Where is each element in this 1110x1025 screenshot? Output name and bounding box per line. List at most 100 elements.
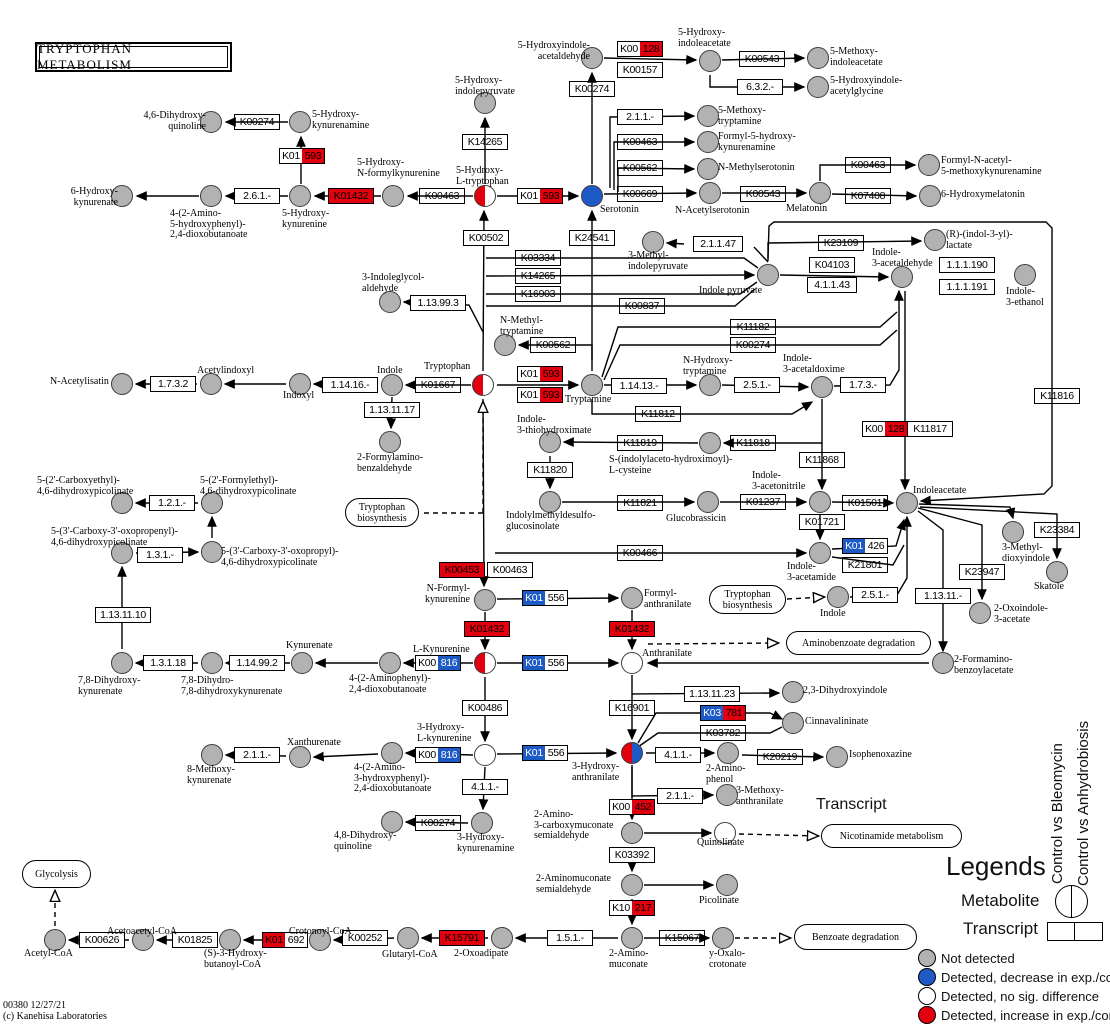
metabolite-circle[interactable]	[757, 264, 779, 286]
kegg-box-K11812[interactable]: K11812	[635, 406, 681, 422]
metabolite-circle[interactable]	[697, 105, 719, 127]
kegg-box-K01432[interactable]: K01432	[464, 621, 510, 637]
kegg-box-K01825[interactable]: K01825	[172, 932, 218, 948]
pathway-link-nicotinamide-metabolism[interactable]: Nicotinamide metabolism	[821, 824, 962, 848]
metabolite-circle[interactable]	[811, 376, 833, 398]
kegg-box-K00157[interactable]: K00157	[617, 62, 663, 78]
kegg-box-K11821[interactable]: K11821	[617, 495, 663, 511]
kegg-box-1.14.13.-[interactable]: 1.14.13.-	[611, 378, 667, 394]
metabolite-circle[interactable]	[697, 158, 719, 180]
metabolite-circle[interactable]	[782, 681, 804, 703]
pathway-link-aminobenzoate-degradation[interactable]: Aminobenzoate degradation	[786, 631, 931, 655]
metabolite-circle[interactable]	[782, 712, 804, 734]
metabolite-circle[interactable]	[491, 927, 513, 949]
metabolite-circle[interactable]	[807, 76, 829, 98]
metabolite-circle[interactable]	[581, 185, 603, 207]
metabolite-circle[interactable]	[1002, 521, 1024, 543]
kegg-box-4.1.1.-[interactable]: 4.1.1.-	[655, 747, 701, 763]
metabolite-circle[interactable]	[379, 652, 401, 674]
metabolite-circle[interactable]	[381, 374, 403, 396]
kegg-box-K00669[interactable]: K00669	[617, 186, 663, 202]
metabolite-circle[interactable]	[932, 652, 954, 674]
metabolite-circle[interactable]	[111, 492, 133, 514]
metabolite-circle[interactable]	[697, 131, 719, 153]
kegg-box-K15067[interactable]: K15067	[659, 930, 705, 946]
kegg-box-K23384[interactable]: K23384	[1034, 522, 1080, 538]
kegg-box-K16903[interactable]: K16903	[515, 286, 561, 302]
metabolite-circle[interactable]	[699, 182, 721, 204]
metabolite-circle[interactable]	[919, 185, 941, 207]
metabolite-circle[interactable]	[699, 50, 721, 72]
kegg-box-2.1.1.-[interactable]: 2.1.1.-	[234, 747, 280, 763]
metabolite-circle[interactable]	[474, 185, 496, 207]
metabolite-circle[interactable]	[132, 929, 154, 951]
pathway-link-tryptophan-biosynthesis[interactable]: Tryptophan biosynthesis	[709, 585, 786, 614]
metabolite-circle[interactable]	[699, 432, 721, 454]
pathway-link-tryptophan-biosynthesis[interactable]: Tryptophan biosynthesis	[345, 498, 419, 527]
kegg-box-K00626[interactable]: K00626	[79, 932, 125, 948]
kegg-box-K00274[interactable]: K00274	[730, 337, 776, 353]
kegg-box-K00274[interactable]: K00274	[569, 81, 615, 97]
metabolite-circle[interactable]	[714, 822, 736, 844]
kegg-box-K00562[interactable]: K00562	[530, 337, 576, 353]
metabolite-circle[interactable]	[289, 746, 311, 768]
metabolite-circle[interactable]	[379, 431, 401, 453]
kegg-box-1.13.11.17[interactable]: 1.13.11.17	[364, 402, 420, 418]
metabolite-circle[interactable]	[201, 744, 223, 766]
metabolite-circle[interactable]	[581, 374, 603, 396]
metabolite-circle[interactable]	[621, 874, 643, 896]
kegg-box-K11820[interactable]: K11820	[527, 462, 573, 478]
kegg-box-2.5.1.-[interactable]: 2.5.1.-	[734, 377, 780, 393]
metabolite-circle[interactable]	[289, 185, 311, 207]
kegg-box-K00543[interactable]: K00543	[740, 186, 786, 202]
kegg-box-K00463[interactable]: K00463	[845, 157, 891, 173]
kegg-box-K00274[interactable]: K00274	[234, 114, 280, 130]
metabolite-circle[interactable]	[201, 652, 223, 674]
metabolite-circle[interactable]	[716, 784, 738, 806]
kegg-box-K15791[interactable]: K15791	[439, 930, 485, 946]
kegg-box-K03334[interactable]: K03334	[515, 250, 561, 266]
kegg-box-2.1.1.-[interactable]: 2.1.1.-	[617, 109, 663, 125]
metabolite-circle[interactable]	[716, 874, 738, 896]
kegg-box-K00274[interactable]: K00274	[415, 815, 461, 831]
metabolite-circle[interactable]	[111, 373, 133, 395]
metabolite-circle[interactable]	[111, 185, 133, 207]
metabolite-circle[interactable]	[621, 822, 643, 844]
kegg-box-K14265[interactable]: K14265	[515, 268, 561, 284]
metabolite-circle[interactable]	[809, 491, 831, 513]
metabolite-circle[interactable]	[621, 742, 643, 764]
metabolite-circle[interactable]	[717, 742, 739, 764]
kegg-box-K03782[interactable]: K03782	[700, 725, 746, 741]
kegg-box-4.1.1.43[interactable]: 4.1.1.43	[807, 277, 857, 293]
kegg-box-K11868[interactable]: K11868	[799, 452, 845, 468]
kegg-box-1.14.99.2[interactable]: 1.14.99.2	[229, 655, 285, 671]
metabolite-circle[interactable]	[699, 374, 721, 396]
kegg-box-K00252[interactable]: K00252	[342, 930, 388, 946]
kegg-box-1.3.1.-[interactable]: 1.3.1.-	[137, 547, 183, 563]
metabolite-circle[interactable]	[381, 742, 403, 764]
pathway-link-benzoate-degradation[interactable]: Benzoate degradation	[794, 924, 917, 950]
metabolite-circle[interactable]	[289, 373, 311, 395]
kegg-box-K00453[interactable]: K00453	[439, 562, 485, 578]
metabolite-circle[interactable]	[494, 334, 516, 356]
metabolite-circle[interactable]	[539, 431, 561, 453]
kegg-box-K14265[interactable]: K14265	[462, 134, 508, 150]
metabolite-circle[interactable]	[111, 652, 133, 674]
kegg-box-K01432[interactable]: K01432	[328, 188, 374, 204]
metabolite-circle[interactable]	[581, 47, 603, 69]
kegg-box-K24541[interactable]: K24541	[569, 230, 615, 246]
metabolite-circle[interactable]	[219, 929, 241, 951]
kegg-box-1.13.11.-[interactable]: 1.13.11.-	[915, 588, 971, 604]
metabolite-circle[interactable]	[200, 373, 222, 395]
metabolite-circle[interactable]	[201, 492, 223, 514]
